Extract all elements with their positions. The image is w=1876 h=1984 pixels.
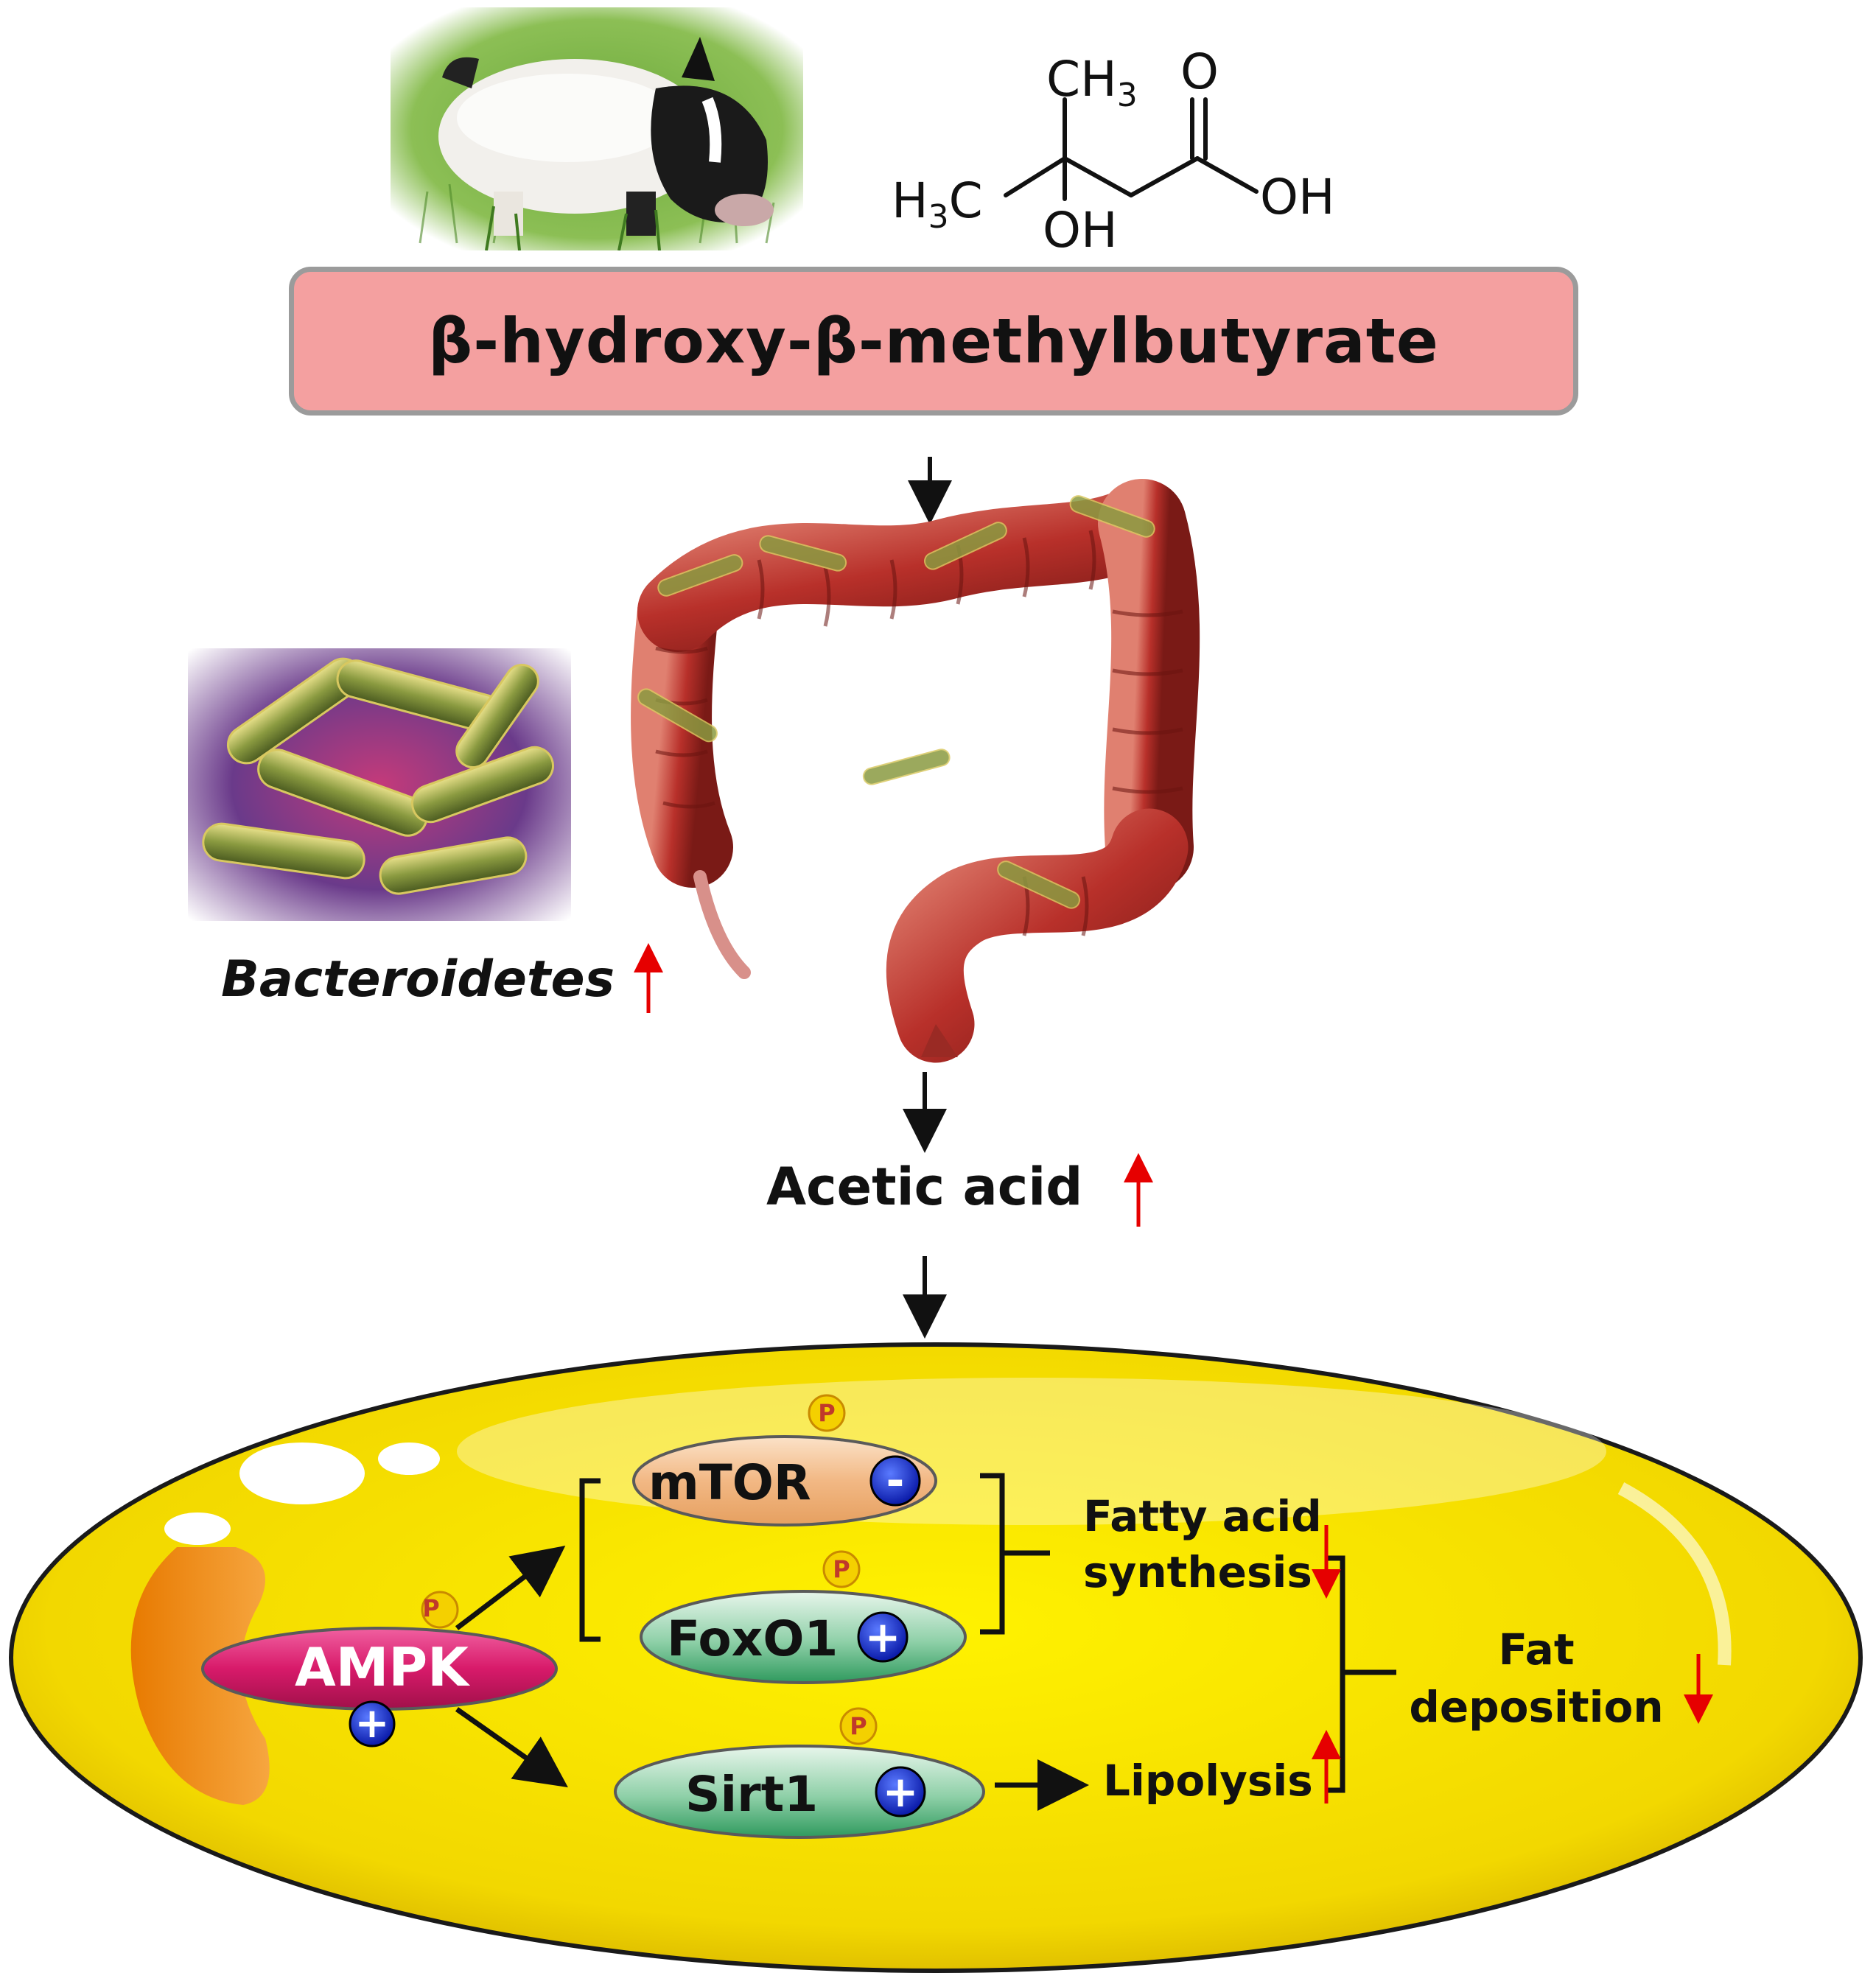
svg-text:O: O bbox=[1180, 43, 1219, 100]
svg-text:P: P bbox=[422, 1594, 439, 1622]
ampk-phospho bbox=[421, 1591, 459, 1629]
svg-text:+: + bbox=[883, 1767, 919, 1817]
svg-text:H3C: H3C bbox=[892, 172, 983, 236]
mtor-effect-label: - bbox=[886, 1455, 905, 1507]
sirt1-phospho-label: P bbox=[850, 1712, 867, 1740]
svg-text:-: - bbox=[886, 1455, 905, 1507]
ampk-to-mtor-foxo-arrow bbox=[455, 1546, 566, 1630]
svg-text:FoxO1: FoxO1 bbox=[667, 1610, 838, 1667]
mtor-phospho bbox=[808, 1394, 846, 1432]
svg-text:+: + bbox=[865, 1612, 901, 1662]
bacteroidetes-label: Bacteroidetes bbox=[221, 950, 615, 1009]
ampk-effect-label: + bbox=[355, 1700, 390, 1748]
mtor-label: mTOR bbox=[648, 1454, 811, 1511]
sirt1-phospho bbox=[839, 1707, 878, 1745]
mtor-phospho-label: P bbox=[818, 1399, 835, 1427]
lipolysis-label: Lipolysis bbox=[1103, 1756, 1313, 1806]
sirt1-effect bbox=[875, 1766, 926, 1818]
svg-text:CH3: CH3 bbox=[1046, 51, 1138, 114]
acetic-acid-label: Acetic acid bbox=[766, 1157, 1083, 1217]
svg-text:P: P bbox=[850, 1712, 867, 1740]
sirt1-label: Sirt1 bbox=[685, 1766, 818, 1823]
ampk-effect bbox=[349, 1700, 396, 1748]
fatty-acid-synthesis-label: Fatty acid synthesis bbox=[1083, 1488, 1322, 1600]
ampk-label: AMPK bbox=[295, 1636, 470, 1698]
chemical-structure: CH3 H3C OH O OH bbox=[892, 43, 1335, 258]
svg-text:+: + bbox=[355, 1700, 390, 1748]
left-bracket bbox=[579, 1478, 601, 1642]
hydroxyl-label: OH bbox=[1043, 202, 1118, 258]
svg-text:P: P bbox=[833, 1555, 850, 1583]
svg-text:OH: OH bbox=[1043, 202, 1118, 258]
pig-photo bbox=[391, 7, 803, 250]
fatty-acid-line2: synthesis bbox=[1083, 1547, 1312, 1597]
mtor-pill bbox=[632, 1435, 937, 1526]
foxo1-effect-label: + bbox=[865, 1612, 901, 1662]
fat-deposition-label: Fat deposition bbox=[1404, 1621, 1669, 1736]
foxo1-label: FoxO1 bbox=[667, 1610, 838, 1667]
compound-name: β-hydroxy-β-methylbutyrate bbox=[428, 305, 1439, 377]
mtor-effect bbox=[869, 1455, 921, 1507]
compound-banner: β-hydroxy-β-methylbutyrate bbox=[289, 267, 1578, 416]
foxo1-effect bbox=[857, 1611, 909, 1663]
svg-text:P: P bbox=[818, 1399, 835, 1427]
fat-deposition-line2: deposition bbox=[1409, 1682, 1664, 1732]
svg-text:Sirt1: Sirt1 bbox=[685, 1766, 818, 1823]
fatty-acid-line1: Fatty acid bbox=[1083, 1491, 1322, 1541]
sirt1-effect-label: + bbox=[883, 1767, 919, 1817]
ampk-phospho-label: P bbox=[422, 1594, 439, 1622]
svg-text:OH: OH bbox=[1260, 169, 1335, 225]
foxo1-phospho bbox=[822, 1550, 861, 1588]
bacteria-illustration bbox=[188, 648, 571, 921]
ch3-label: CH3 bbox=[1046, 51, 1138, 114]
svg-text:mTOR: mTOR bbox=[648, 1454, 811, 1511]
foxo1-phospho-label: P bbox=[833, 1555, 850, 1583]
h3c-label: H3C bbox=[892, 172, 983, 236]
ampk-to-sirt1-arrow bbox=[455, 1707, 568, 1788]
svg-text:AMPK: AMPK bbox=[295, 1636, 470, 1698]
acid-oh-label: OH bbox=[1260, 169, 1335, 225]
carbonyl-o-label: O bbox=[1180, 43, 1219, 100]
fat-deposition-line1: Fat bbox=[1498, 1624, 1575, 1675]
colon-illustration bbox=[631, 479, 1200, 1063]
